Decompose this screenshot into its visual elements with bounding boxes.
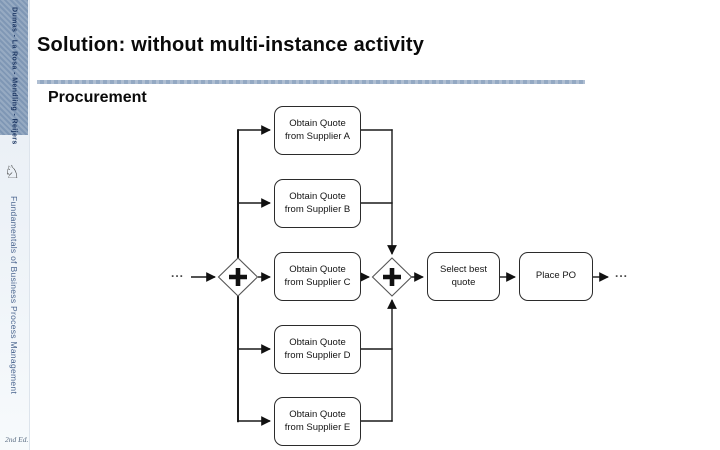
process-continues-after: ...: [615, 266, 629, 280]
pool-label: Procurement: [48, 89, 147, 106]
edition-label: 2nd Ed.: [5, 435, 29, 444]
task-obtain-quote-supplier-c: Obtain Quote from Supplier C: [274, 252, 361, 301]
authors-label: Dumas - La Rosa - Mendling - Reijers: [10, 7, 18, 145]
parallel-join-gateway: [371, 257, 413, 297]
book-title-label: Fundamentals of Business Process Managem…: [9, 196, 19, 395]
task-obtain-quote-supplier-a: Obtain Quote from Supplier A: [274, 106, 361, 155]
parallel-split-gateway: [217, 257, 259, 297]
authors-patch: Dumas - La Rosa - Mendling - Reijers: [0, 0, 28, 145]
task-select-best-quote: Select best quote: [427, 252, 500, 301]
process-continues-before: ...: [171, 266, 185, 280]
task-obtain-quote-supplier-e: Obtain Quote from Supplier E: [274, 397, 361, 446]
page-title: Solution: without multi-instance activit…: [37, 34, 425, 56]
book-sidebar: Dumas - La Rosa - Mendling - Reijers ♘ F…: [0, 0, 30, 450]
task-obtain-quote-supplier-b: Obtain Quote from Supplier B: [274, 179, 361, 228]
task-place-po: Place PO: [519, 252, 593, 301]
title-divider: [37, 80, 585, 84]
springer-knight-icon: ♘: [4, 162, 21, 182]
task-obtain-quote-supplier-d: Obtain Quote from Supplier D: [274, 325, 361, 374]
